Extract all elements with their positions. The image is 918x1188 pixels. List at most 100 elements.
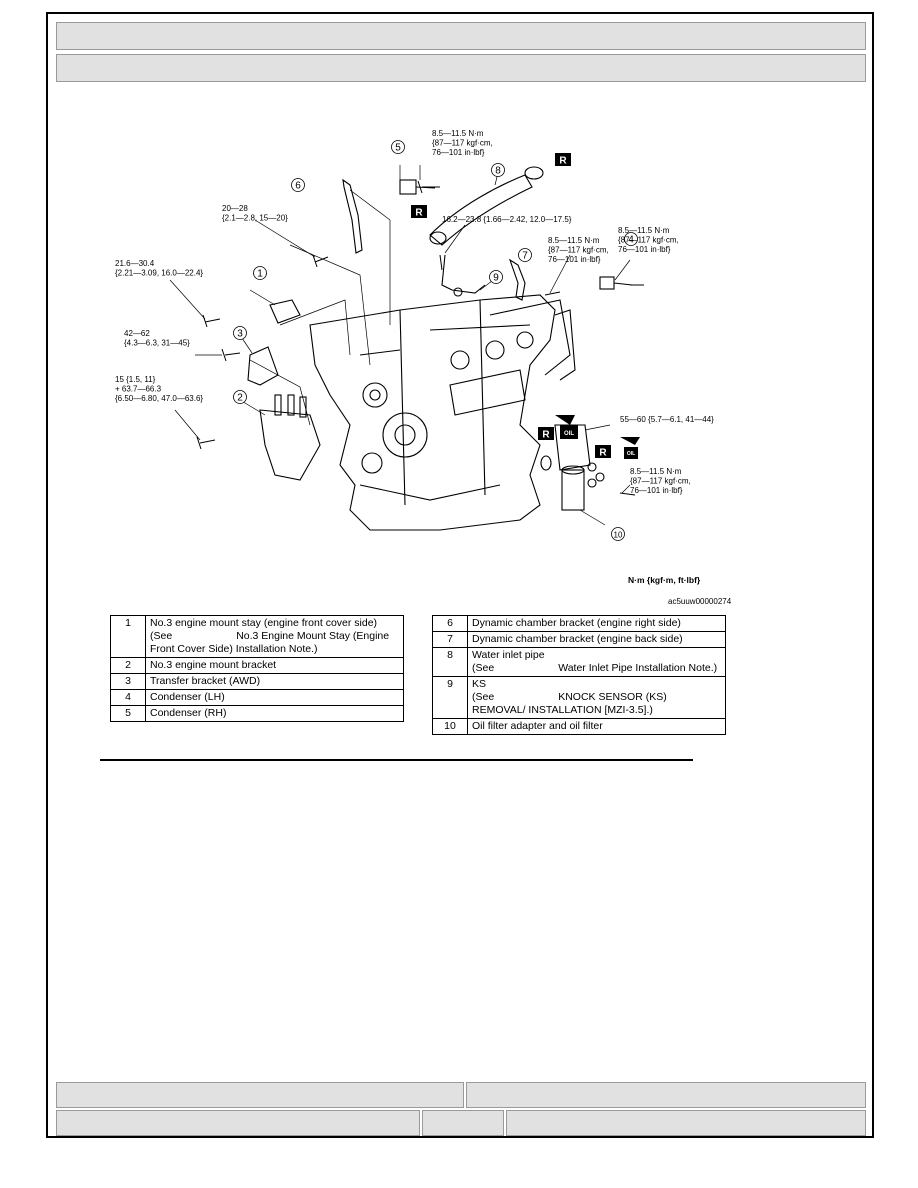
legend-row: 1 No.3 engine mount stay (engine front c… <box>110 615 404 658</box>
torque-callout: 8.5—11.5 N·m{87—117 kgf·cm,76—101 in·lbf… <box>630 467 691 495</box>
legend-number: 8 <box>432 647 468 677</box>
engine-mount-bracket <box>259 409 321 481</box>
legend-row: 8 Water inlet pipe (See Water Inlet Pipe … <box>432 647 726 677</box>
legend-reference-link[interactable]: Water Inlet Pipe Installation Note.) <box>558 662 718 674</box>
legend-description: Condenser (RH) <box>145 705 404 722</box>
legend-number: 1 <box>110 615 146 658</box>
torque-callout: 21.6—30.4{2.21—3.09, 16.0—22.4} <box>115 259 203 278</box>
legend-table-left: 1 No.3 engine mount stay (engine front c… <box>110 615 404 722</box>
header-bar-bottom <box>56 54 866 82</box>
legend-see: (See <box>150 630 173 642</box>
part-number-circle <box>391 140 405 154</box>
svg-text:R: R <box>542 430 550 441</box>
footer-cell <box>422 1110 504 1136</box>
legend-number: 10 <box>432 718 468 735</box>
part-number-label: 6 <box>295 181 301 192</box>
dynamic-chamber-bracket-right <box>342 178 363 254</box>
part-number-circle <box>624 232 638 246</box>
torque-callout: 55—60 {5.7—6.1, 41—44} <box>620 415 714 424</box>
legend-number: 7 <box>432 631 468 648</box>
legend-number: 9 <box>432 676 468 719</box>
replace-mark: R <box>538 427 554 441</box>
svg-text:OIL: OIL <box>627 451 635 457</box>
legend-reference-link[interactable]: KNOCK SENSOR (KS) REMOVAL/ INSTALLATION … <box>472 691 667 716</box>
legend-number: 2 <box>110 657 146 674</box>
oil-mark: OIL <box>555 415 578 439</box>
legend-description: No.3 engine mount stay (engine front cov… <box>145 615 404 658</box>
part-number-circle <box>518 248 532 262</box>
engine-block <box>309 294 556 531</box>
svg-text:R: R <box>559 156 567 167</box>
knock-sensor <box>441 254 486 294</box>
replace-mark: R <box>555 153 571 167</box>
part-number-circle <box>491 163 505 177</box>
torque-callout: 8.5—11.5 N·m{87—117 kgf·cm,76—101 in·lbf… <box>618 226 679 254</box>
oil-filter <box>561 469 585 511</box>
legend-description: Oil filter adapter and oil filter <box>467 718 726 735</box>
legend-description: No.3 engine mount bracket <box>145 657 404 674</box>
part-number-group: 1 2 3 4 5 6 7 8 9 10 <box>233 140 638 541</box>
torque-callout: 8.5—11.5 N·m{87—117 kgf·cm,76—101 in·lbf… <box>432 129 493 157</box>
svg-text:R: R <box>415 208 423 219</box>
legend-line: KS <box>472 678 487 690</box>
legend-number: 3 <box>110 673 146 690</box>
section-divider <box>100 759 693 761</box>
legend-number: 5 <box>110 705 146 722</box>
part-number-circle <box>253 266 267 280</box>
dynamic-chamber-bracket-back <box>508 258 526 301</box>
part-number-label: 7 <box>522 251 528 262</box>
legend-line: No.3 engine mount stay (engine front cov… <box>150 617 378 629</box>
part-number-label: 1 <box>257 269 263 280</box>
part-number-label: 2 <box>237 393 243 404</box>
part-number-label: 9 <box>493 273 499 284</box>
figure-id: ac5uuw00000274 <box>668 597 732 606</box>
torque-callout: 16.2—23.8 {1.66—2.42, 12.0—17.5} <box>442 215 572 224</box>
replace-mark: R <box>595 445 611 459</box>
replace-mark: R <box>411 205 427 219</box>
part-number-label: 8 <box>495 166 501 177</box>
units-note: N·m {kgf·m, ft·lbf} <box>628 575 701 585</box>
legend-description: Water inlet pipe (See Water Inlet Pipe In… <box>467 647 726 677</box>
page-frame <box>46 12 874 1138</box>
part-number-circle <box>291 178 305 192</box>
torque-callout: 20—28{2.1—2.8, 15—20} <box>222 204 288 223</box>
legend-reference-link[interactable]: No.3 Engine Mount Stay (Engine Front Cov… <box>150 630 390 655</box>
part-number-circle <box>611 527 625 541</box>
legend-number: 4 <box>110 689 146 706</box>
water-inlet-pipe <box>429 174 533 246</box>
part-number-circle <box>233 390 247 404</box>
part-number-label: 10 <box>614 531 623 540</box>
torque-callout: 42—62{4.3—6.3, 31—45} <box>124 329 190 348</box>
legend-description: Dynamic chamber bracket (engine right si… <box>467 615 726 632</box>
header-bar-top <box>56 22 866 50</box>
part-number-label: 3 <box>237 329 243 340</box>
engine-exploded-diagram: 1 2 3 4 5 6 7 8 9 10 R R R R OIL OIL 20—28{2.1—2.… <box>115 129 732 606</box>
part-number-label: 4 <box>628 235 634 246</box>
torque-callout: 15 {1.5, 11}+ 63.7—66.3{6.50—6.80, 47.0—… <box>115 375 203 403</box>
oil-mark: OIL <box>620 437 640 459</box>
footer-cell <box>466 1082 866 1108</box>
svg-text:R: R <box>599 448 607 459</box>
part-number-label: 5 <box>395 143 401 154</box>
svg-text:OIL: OIL <box>564 431 574 437</box>
condenser-lh <box>599 276 615 290</box>
legend-see: (See <box>472 691 495 703</box>
part-number-circle <box>233 326 247 340</box>
legend-line: Water inlet pipe <box>472 649 545 661</box>
footer-cell <box>56 1110 420 1136</box>
torque-callout: 8.5—11.5 N·m{87—117 kgf·cm,76—101 in·lbf… <box>548 236 609 264</box>
transfer-bracket <box>247 346 279 386</box>
part-number-circle <box>489 270 503 284</box>
legend-see: (See <box>472 662 495 674</box>
engine-mount-stay <box>269 299 301 324</box>
footer-cell <box>506 1110 866 1136</box>
